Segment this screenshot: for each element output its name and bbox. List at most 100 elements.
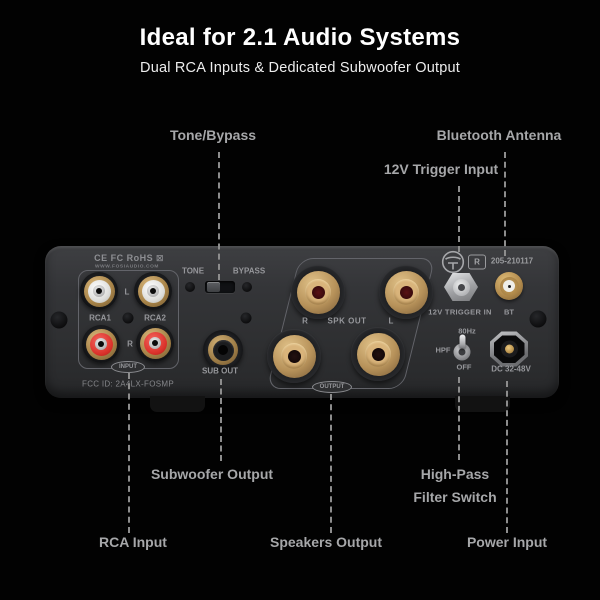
leader-line-tone-bypass [218, 152, 220, 280]
toggle-pivot [458, 348, 466, 356]
rca-metal-ring [93, 285, 105, 297]
rca-gold-ring [83, 275, 115, 307]
output-oval-label: OUTPUT [312, 381, 352, 393]
rca-hole [150, 288, 156, 294]
subout-black-ring [212, 339, 234, 361]
trigger-input-jack[interactable] [444, 273, 478, 301]
channel-r-label: R [127, 339, 133, 349]
rca-red-ring [89, 332, 113, 356]
trigger-in-label: 12V TRIGGER IN [428, 307, 492, 317]
speaker-post-l-negative[interactable] [351, 327, 405, 381]
panel-screw-left [50, 311, 68, 329]
leader-line-rca [128, 373, 130, 533]
tone-label: TONE [181, 266, 205, 276]
rca-white-ring [87, 279, 111, 303]
high-pass-line1: High-Pass [420, 466, 490, 482]
bt-center-pin [507, 284, 511, 288]
leader-line-bluetooth [504, 152, 506, 256]
cert-text: CE FC RoHS [94, 253, 154, 263]
post-hole [311, 285, 325, 299]
sub-out-jack[interactable] [203, 330, 243, 370]
hpf-80hz-label: 80Hz [458, 326, 476, 336]
certification-marks: CE FC RoHS ☒ [94, 253, 164, 263]
mid-screw [240, 312, 252, 324]
bluetooth-antenna-connector[interactable] [495, 272, 523, 300]
input-oval-label: INPUT [111, 361, 145, 373]
high-pass-filter-toggle[interactable] [453, 334, 471, 361]
callout-power-input: Power Input [466, 534, 548, 550]
leader-line-subwoofer [220, 379, 222, 461]
fcc-id-text: FCC ID: 2A4LX-FOSMP [82, 379, 174, 389]
callout-12v-trigger-input: 12V Trigger Input [383, 161, 499, 177]
rca-jack-right2[interactable] [136, 324, 174, 362]
speaker-post-r-negative[interactable] [267, 329, 321, 383]
switch-screw-right [242, 282, 252, 292]
bypass-label: BYPASS [232, 266, 266, 276]
subout-gold-ring [208, 335, 238, 365]
weee-bin-icon: ☒ [156, 254, 164, 263]
rca1-label: RCA1 [89, 313, 111, 323]
rca-gold-ring [139, 327, 171, 359]
device-foot-right [455, 396, 510, 412]
spk-l-label: L [388, 316, 394, 326]
switch-knob[interactable] [207, 282, 220, 292]
rca-hole [98, 341, 104, 347]
leader-line-trigger [458, 186, 460, 252]
leader-line-speakers [330, 394, 332, 533]
rca-jack-left1[interactable] [80, 272, 118, 310]
subout-hole [218, 345, 228, 355]
giteki-mark-icon [441, 250, 465, 274]
post-hole [287, 349, 301, 363]
giteki-number: 205-210117 [490, 256, 534, 266]
page-title: Ideal for 2.1 Audio Systems [139, 24, 461, 51]
post-knurl [356, 332, 400, 376]
post-face [365, 341, 391, 367]
hpf-label: HPF [435, 345, 451, 355]
sub-out-label: SUB OUT [202, 366, 238, 376]
rca-hole [152, 340, 158, 346]
post-face [305, 279, 331, 305]
rca2-label: RCA2 [144, 313, 166, 323]
r-certification-mark: R [468, 254, 486, 270]
hpf-off-label: OFF [456, 362, 472, 372]
speaker-post-r-positive[interactable] [291, 265, 345, 319]
dc-pin [504, 344, 514, 354]
panel-screw-right [529, 310, 547, 328]
rca-gold-ring [85, 328, 117, 360]
post-knurl [384, 270, 428, 314]
callout-subwoofer-output: Subwoofer Output [150, 466, 274, 482]
callout-rca-input: RCA Input [99, 534, 167, 550]
callout-speakers-output: Speakers Output [269, 534, 383, 550]
bt-inner-ring [499, 276, 519, 296]
leader-line-power [506, 381, 508, 533]
rca-metal-ring [149, 337, 161, 349]
post-knurl [272, 334, 316, 378]
rca-jack-right1[interactable] [82, 325, 120, 363]
bt-dielectric [503, 280, 515, 292]
channel-l-label: L [124, 287, 130, 297]
post-hole [371, 347, 385, 361]
rca-jack-left2[interactable] [134, 272, 172, 310]
callout-high-pass-filter-switch: High-Pass Filter Switch [413, 463, 496, 509]
tone-bypass-switch[interactable] [205, 281, 235, 293]
high-pass-line2: Filter Switch [413, 489, 497, 505]
trigger-hole [457, 283, 465, 291]
spk-r-label: R [302, 316, 308, 326]
post-face [281, 343, 307, 369]
switch-screw-left [185, 282, 195, 292]
rca-white-ring [141, 279, 165, 303]
page-subtitle: Dual RCA Inputs & Dedicated Subwoofer Ou… [140, 60, 460, 76]
device-foot-left [150, 396, 205, 412]
speaker-post-l-positive[interactable] [379, 265, 433, 319]
rca-red-ring [143, 331, 167, 355]
dc-power-jack[interactable] [490, 331, 528, 367]
post-knurl [296, 270, 340, 314]
spk-out-label: SPK OUT [327, 316, 367, 326]
post-hole [399, 285, 413, 299]
website-text: WWW.FOSIAUDIO.COM [94, 264, 160, 270]
bt-label: BT [504, 307, 514, 317]
toggle-lever[interactable] [459, 334, 465, 349]
dc-face [493, 335, 525, 363]
leader-line-highpass [458, 377, 460, 460]
